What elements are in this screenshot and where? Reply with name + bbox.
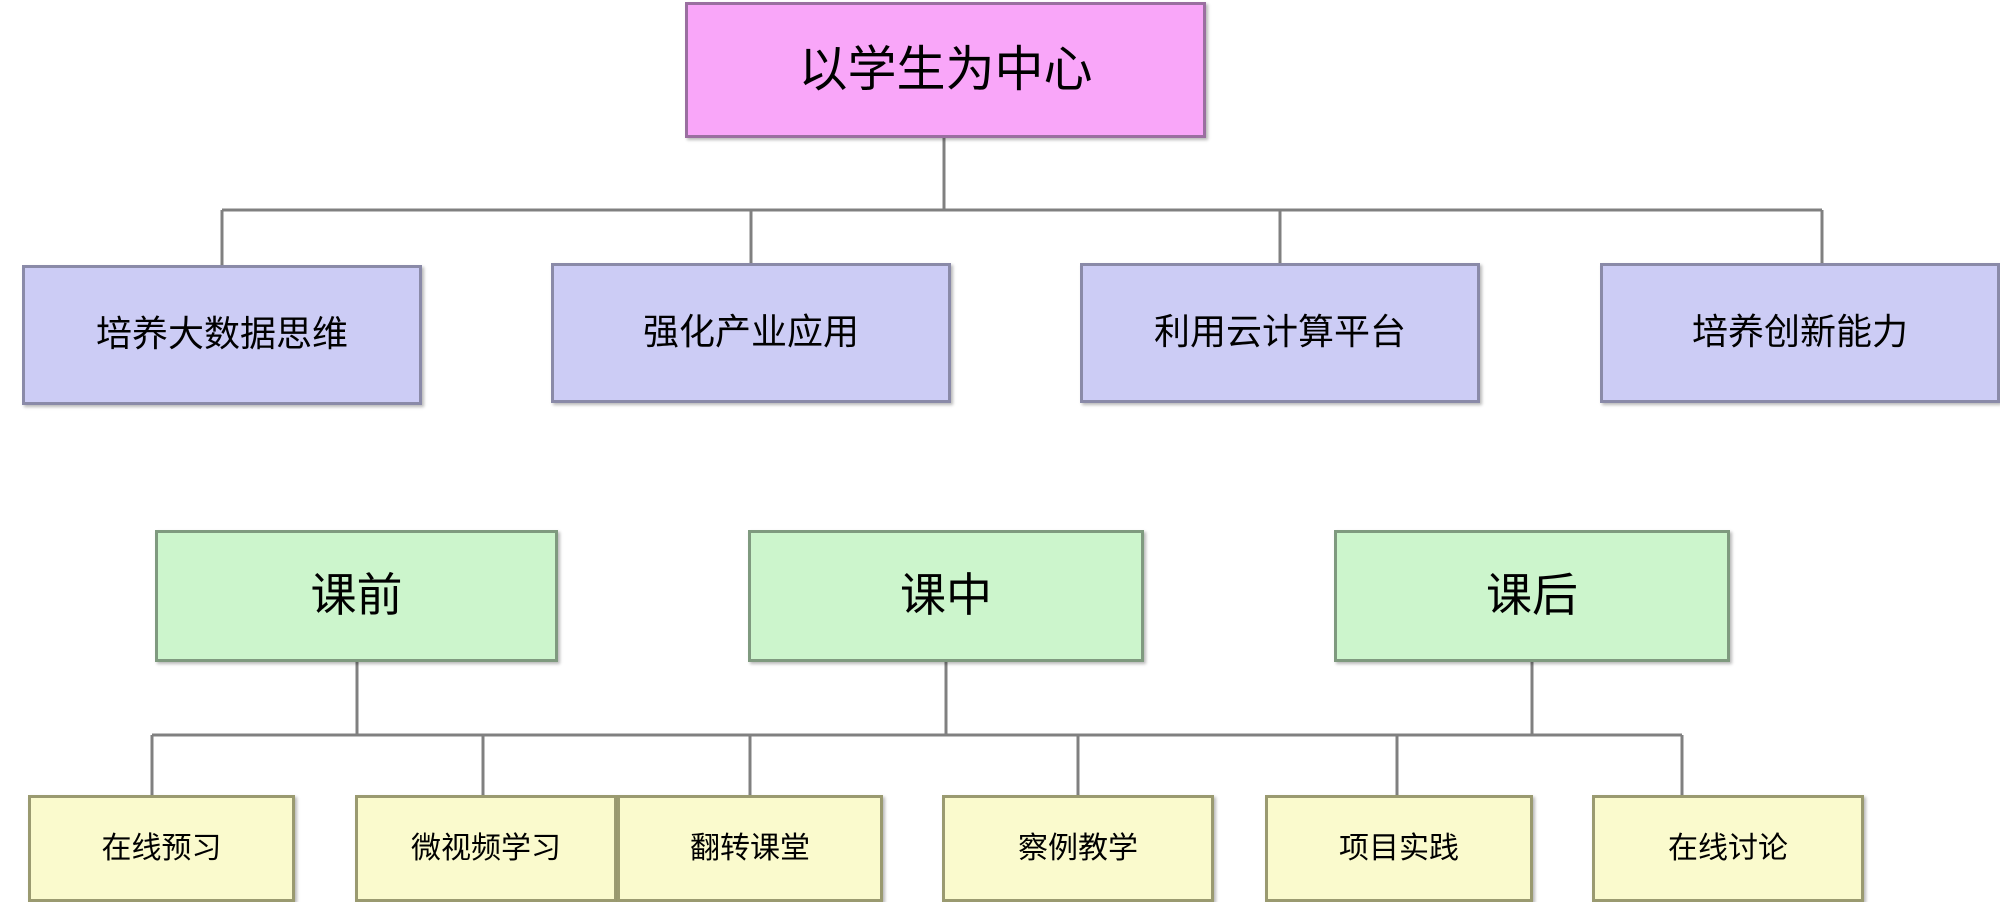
node-activity-3[interactable]: 翻转课堂 — [617, 795, 883, 902]
node-activity-5[interactable]: 项目实践 — [1265, 795, 1533, 902]
node-activity-5-label: 项目实践 — [1339, 832, 1459, 865]
node-root-label: 以学生为中心 — [798, 42, 1093, 98]
node-activity-6[interactable]: 在线讨论 — [1592, 795, 1864, 902]
node-phase-3-label: 课后 — [1486, 569, 1578, 621]
node-phase-2-label: 课中 — [900, 569, 992, 621]
node-activity-1[interactable]: 在线预习 — [28, 795, 295, 902]
node-goal-4[interactable]: 培养创新能力 — [1600, 263, 2000, 403]
node-activity-4-label: 察例教学 — [1018, 832, 1138, 865]
node-activity-1-label: 在线预习 — [101, 832, 222, 865]
node-phase-1-label: 课前 — [310, 569, 403, 621]
node-phase-after-class[interactable]: 课后 — [1334, 530, 1730, 662]
node-activity-2[interactable]: 微视频学习 — [355, 795, 617, 902]
node-activity-2-label: 微视频学习 — [411, 832, 561, 865]
node-activity-3-label: 翻转课堂 — [690, 832, 810, 865]
node-goal-1[interactable]: 培养大数据思维 — [22, 265, 422, 405]
node-phase-during-class[interactable]: 课中 — [748, 530, 1144, 662]
node-goal-4-label: 培养创新能力 — [1691, 312, 1908, 353]
node-goal-2-label: 强化产业应用 — [642, 312, 859, 353]
node-activity-4[interactable]: 察例教学 — [942, 795, 1214, 902]
node-goal-3[interactable]: 利用云计算平台 — [1080, 263, 1480, 403]
node-goal-2[interactable]: 强化产业应用 — [551, 263, 951, 403]
node-goal-3-label: 利用云计算平台 — [1153, 312, 1406, 353]
node-activity-6-label: 在线讨论 — [1668, 832, 1788, 865]
node-goal-1-label: 培养大数据思维 — [95, 314, 348, 355]
node-phase-before-class[interactable]: 课前 — [155, 530, 558, 662]
node-root-student-centered[interactable]: 以学生为中心 — [685, 2, 1206, 138]
